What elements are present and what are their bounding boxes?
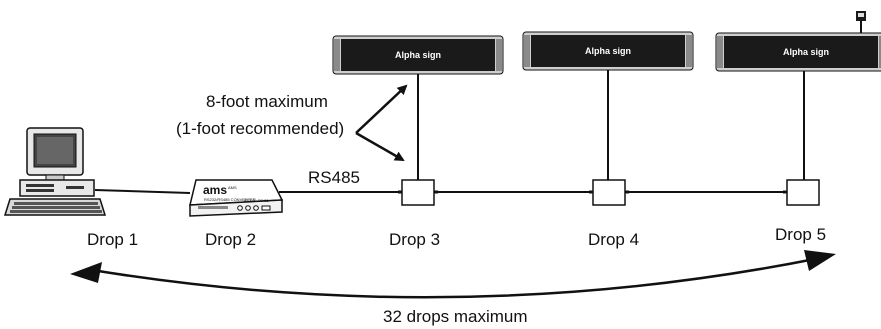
length-arrows bbox=[355, 84, 408, 162]
recommended-length-label: (1-foot recommended) bbox=[176, 119, 344, 138]
drops-span-arrow bbox=[70, 250, 836, 299]
pc-cable bbox=[94, 189, 191, 194]
max-length-label: 8-foot maximum bbox=[206, 92, 328, 111]
port-icon bbox=[245, 205, 251, 211]
drop-label-1: Drop 1 bbox=[87, 230, 138, 249]
junction-box-4 bbox=[589, 179, 629, 206]
arrowhead-left bbox=[70, 262, 102, 283]
converter-port-text: RS232 bbox=[244, 199, 255, 203]
rs485-label: RS485 bbox=[308, 168, 360, 187]
drop-label-2: Drop 2 bbox=[205, 230, 256, 249]
arrowhead-right bbox=[804, 250, 836, 271]
drop-label-5: Drop 5 bbox=[775, 225, 826, 244]
converter-model-text: RS232/RS485 CONVERTER bbox=[204, 197, 256, 202]
drop-label-3: Drop 3 bbox=[389, 230, 440, 249]
port-icon bbox=[253, 205, 259, 211]
alpha-sign-1: Alpha sign bbox=[332, 35, 504, 75]
drop-label-4: Drop 4 bbox=[588, 230, 639, 249]
converter-brand: ams bbox=[203, 183, 227, 197]
converter-icon: ams RS232/RS485 CONVERTER AMS RS232 RS48… bbox=[189, 179, 284, 217]
alpha-sign-2: Alpha sign bbox=[522, 31, 694, 71]
alpha-sign-3: Alpha sign bbox=[715, 11, 881, 72]
sign-label: Alpha sign bbox=[783, 47, 829, 57]
antenna-icon bbox=[856, 11, 866, 33]
converter-tag-text: AMS bbox=[228, 185, 237, 190]
converter-port-text-2: RS485 bbox=[258, 199, 269, 203]
sign-label: Alpha sign bbox=[395, 50, 441, 60]
drops-maximum-label: 32 drops maximum bbox=[383, 307, 528, 326]
computer-icon bbox=[3, 127, 107, 216]
junction-box-3 bbox=[398, 179, 438, 206]
sign-label: Alpha sign bbox=[585, 46, 631, 56]
junction-box-5 bbox=[783, 179, 820, 206]
port-icon bbox=[237, 205, 243, 211]
